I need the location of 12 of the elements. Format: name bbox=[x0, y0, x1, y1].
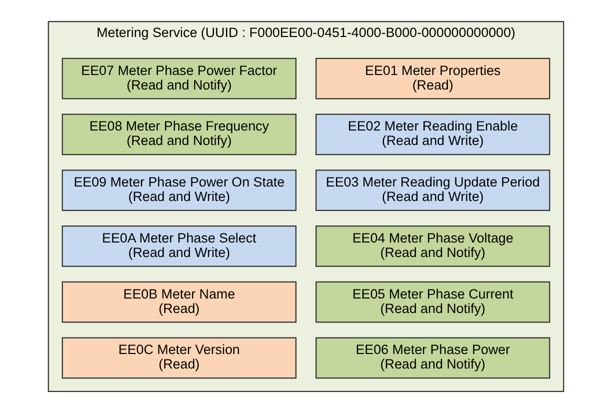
node-box: EE0B Meter Name (Read) bbox=[62, 281, 296, 323]
node-box: EE09 Meter Phase Power On State (Read and Write) bbox=[62, 170, 296, 211]
node-box: EE08 Meter Phase Frequency (Read and Notify) bbox=[62, 114, 296, 156]
node-box: EE0C Meter Version (Read) bbox=[62, 337, 296, 379]
node-box: EE03 Meter Reading Update Period (Read and Write) bbox=[316, 170, 550, 211]
node-box: EE05 Meter Phase Current (Read and Notify) bbox=[316, 281, 550, 323]
node-box: EE06 Meter Phase Power (Read and Notify) bbox=[316, 337, 550, 379]
node-box: EE02 Meter Reading Enable (Read and Write) bbox=[316, 114, 550, 156]
node-box: EE07 Meter Phase Power Factor (Read and Notify) bbox=[62, 58, 296, 100]
node-box: EE01 Meter Properties (Read) bbox=[316, 58, 550, 100]
node-box: EE04 Meter Phase Voltage (Read and Notify) bbox=[316, 226, 550, 267]
node-box: EE0A Meter Phase Select (Read and Write) bbox=[62, 226, 296, 267]
